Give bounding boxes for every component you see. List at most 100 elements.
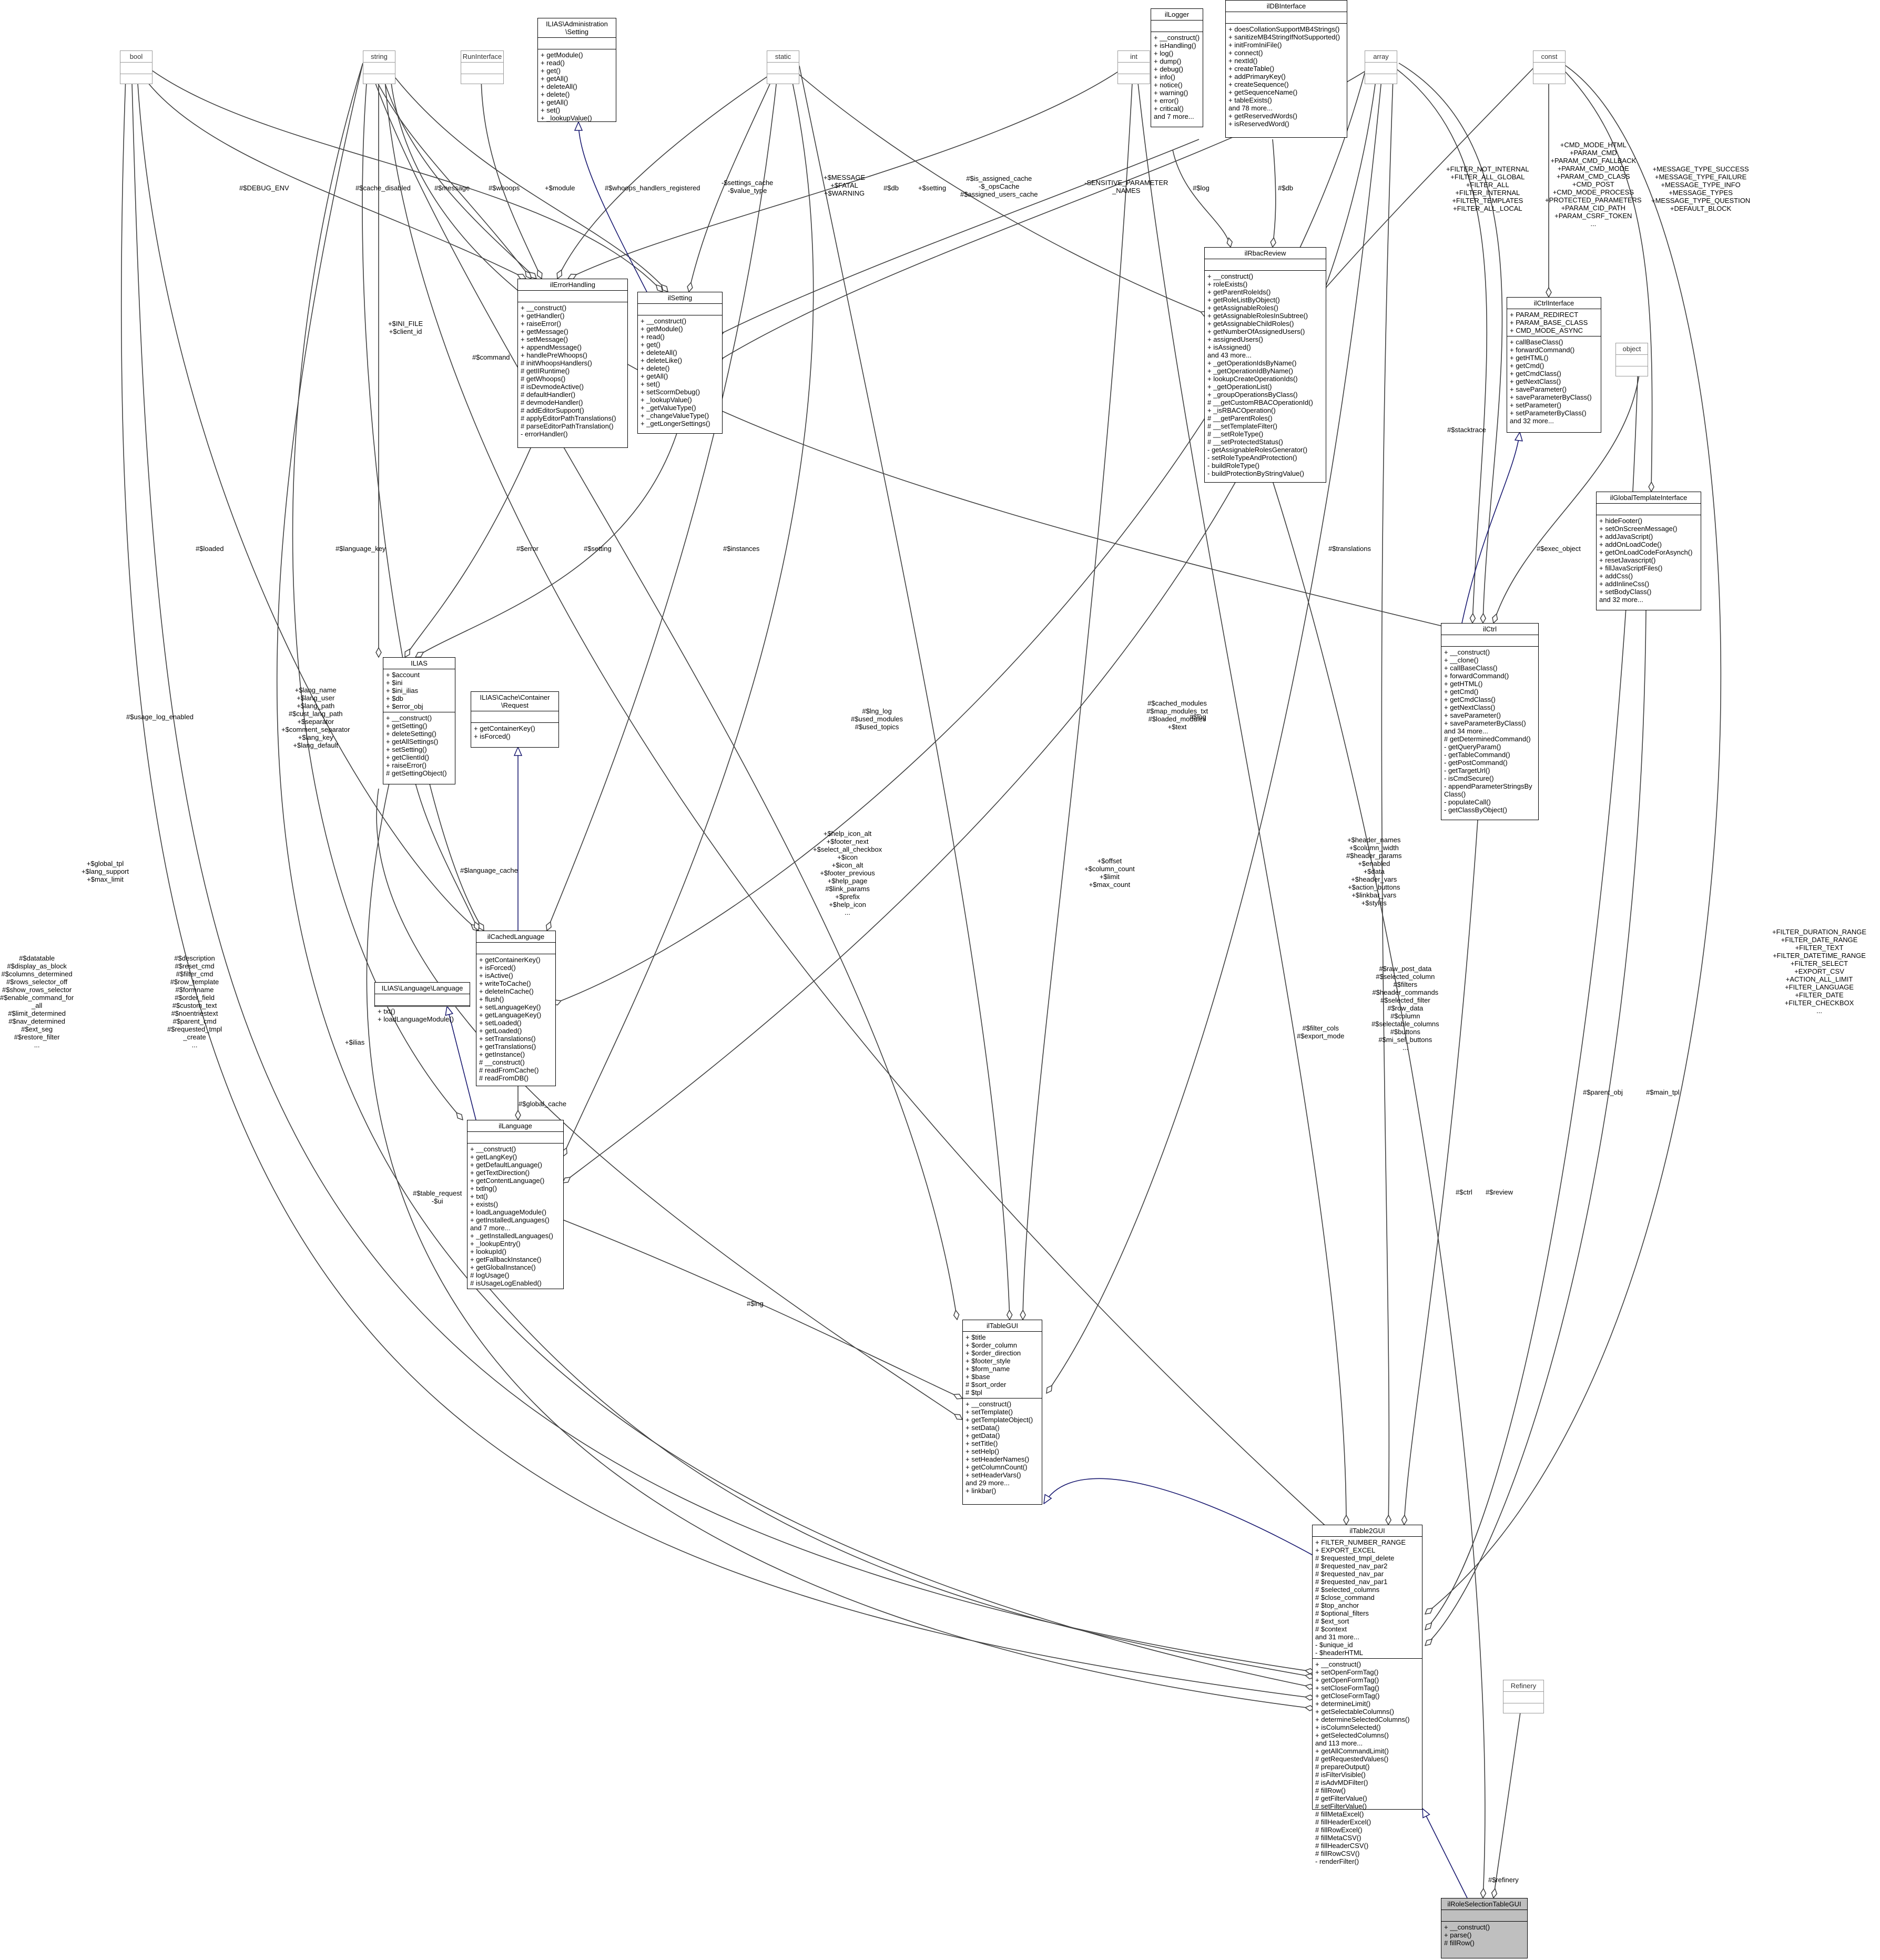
edge-label: #$cache_disabled [355,184,411,192]
node-ilcachedlanguage[interactable]: ilCachedLanguage + getContainerKey() + i… [476,931,556,1086]
node-ilrbacreview[interactable]: ilRbacReview + __construct() + roleExist… [1204,247,1326,483]
edge-label: +$setting [918,184,947,192]
edge-globaltpl-table2gui [1425,609,1647,1646]
node-ilerrorhandling[interactable]: ilErrorHandling + __construct() + getHan… [517,279,628,448]
node-object[interactable]: object [1615,343,1648,376]
node-runinterface[interactable]: RunInterface [461,50,504,84]
edge-label: #$refinery [1488,1876,1519,1884]
node-attrs [1616,355,1648,366]
node-title: ILIAS\Cache\Container \Request [471,692,558,711]
edge-label: -$settings_cache -$value_type [721,179,774,195]
node-iltablegui[interactable]: ilTableGUI + $title + $order_column + $o… [962,1320,1042,1505]
edge-int-table2gui [1135,63,1346,1525]
edge-label: #$loaded [196,545,224,553]
edge-refinery-roleselection [1493,1679,1526,1898]
edge-const-table2gui [1425,63,1722,1614]
node-title: ILIAS [383,658,455,669]
node-attrs [461,63,503,74]
edge-label: #$DEBUG_ENV [239,184,289,192]
edge-label: #$datatable #$display_as_block #$columns… [0,954,74,1049]
edge-label: #$language_key [336,545,386,553]
node-ops [363,74,395,85]
edge-label: #$lng_log #$used_modules #$used_topics [851,707,903,731]
node-ildbinterface[interactable]: ilDBInterface + doesCollationSupportMB4S… [1225,0,1347,138]
edge-label: #$translations [1328,545,1371,553]
node-title: const [1533,51,1565,63]
edge-array-table2gui [1381,63,1394,1525]
node-ops: + txt() + loadLanguageModule() [378,1007,454,1023]
inherit-setting-admin [578,122,647,292]
node-ops: + getContainerKey() + isForced() + isAct… [479,956,542,1082]
edge-label: #$parent_obj [1583,1088,1623,1096]
node-title: ilCtrl [1441,624,1538,635]
edge-int-tablegui [1023,63,1134,1320]
node-ops: + __construct() + __clone() + callBaseCl… [1444,648,1532,814]
node-attrs: + FILTER_NUMBER_RANGE + EXPORT_EXCEL # $… [1313,1537,1422,1659]
node-attrs [468,1132,563,1144]
node-ilctrl[interactable]: ilCtrl + __construct() + __clone() + cal… [1441,623,1539,820]
node-const[interactable]: const [1533,50,1566,84]
node-static[interactable]: static [767,50,799,84]
edge-label: #$log [1193,184,1210,192]
node-attrs [1151,21,1203,32]
node-attrs: + $title + $order_column + $order_direct… [963,1332,1042,1398]
node-attrs [1533,63,1565,74]
node-ilias-language[interactable]: ILIAS\Language\Language + txt() + loadLa… [374,982,470,1023]
edge-array-language [563,63,1378,1183]
node-ops: + __construct() + setTemplate() + getTem… [966,1400,1033,1495]
edge-label: #$db [1278,184,1293,192]
node-attrs [1441,1910,1527,1922]
node-ilglobaltemplateinterface[interactable]: ilGlobalTemplateInterface + hideFooter()… [1596,492,1701,610]
node-refinery[interactable]: Refinery [1503,1680,1544,1713]
edge-ilias-tablegui [376,788,962,1420]
node-int[interactable]: int [1117,50,1150,84]
edge-label: #$description #$reset_cmd #$filter_cmd #… [167,954,222,1049]
edge-label: +$header_names +$column_width #$header_p… [1346,836,1402,907]
node-array[interactable]: array [1365,50,1397,84]
edge-label: #$error [516,545,538,553]
edge-run-errorhandling [481,73,542,279]
edge-label: #$instances [723,545,760,553]
node-ops: + callBaseClass() + forwardCommand() + g… [1510,338,1592,425]
node-title: ilCachedLanguage [476,931,555,943]
node-illanguage[interactable]: ilLanguage + __construct() + getLangKey(… [467,1120,564,1289]
node-cache-request[interactable]: ILIAS\Cache\Container \Request + getCont… [471,691,559,748]
node-ilctrlinterface[interactable]: ilCtrlInterface + PARAM_REDIRECT + PARAM… [1507,297,1601,433]
node-title: ILIAS\Language\Language [375,983,470,994]
node-ilsetting[interactable]: ilSetting + __construct() + getModule() … [637,292,723,434]
edge-label: +MESSAGE_TYPE_SUCCESS +MESSAGE_TYPE_FAIL… [1651,165,1751,212]
node-ilroleselectiontablegui[interactable]: ilRoleSelectionTableGUI + __construct() … [1441,1898,1528,1958]
node-title: ilDBInterface [1226,1,1347,12]
edge-label: #$command [472,353,510,361]
node-ops [1365,74,1397,85]
node-ops: + __construct() + getSetting() + deleteS… [386,714,447,777]
edge-label: +$help_icon_alt +$footer_next +$select_a… [813,830,882,916]
node-ilias[interactable]: ILIAS + $account + $ini + $ini_ilias + $… [383,657,455,784]
edge-label: +FILTER_DURATION_RANGE +FILTER_DATE_RANG… [1772,928,1867,1015]
node-ops: + __construct() + setOpenFormTag() + get… [1315,1660,1410,1865]
edge-label: #$setting [584,545,612,553]
edge-const-rbac [1320,63,1539,294]
edge-label: +$global_tpl +$lang_support +$max_limit [82,860,129,883]
edge-static-rbac [788,65,1210,315]
node-title: RunInterface [461,51,503,63]
node-title: ilGlobalTemplateInterface [1597,492,1701,504]
node-iltable2gui[interactable]: ilTable2GUI + FILTER_NUMBER_RANGE + EXPO… [1312,1525,1422,1865]
node-title: ilTable2GUI [1313,1525,1422,1537]
node-attrs [471,711,558,723]
node-attrs [638,304,722,315]
edge-string-language [292,63,463,1120]
node-illogger[interactable]: ilLogger + __construct() + isHandling() … [1151,8,1203,127]
edge-static-language [563,65,814,1157]
edge-array-ctrl [1388,63,1488,623]
edge-label: +$module [545,184,575,192]
node-bool[interactable]: bool [120,50,153,84]
node-admin-setting[interactable]: ILIAS\Administration \Setting + getModul… [537,18,616,122]
node-title: ilLanguage [468,1120,563,1132]
node-string[interactable]: string [363,50,395,84]
node-ops [120,74,152,85]
edge-bool-setting [141,63,663,292]
node-attrs [363,63,395,74]
inherit-language-iliaslanguage [447,1006,476,1120]
edge-bool-errorhandling [134,63,526,279]
